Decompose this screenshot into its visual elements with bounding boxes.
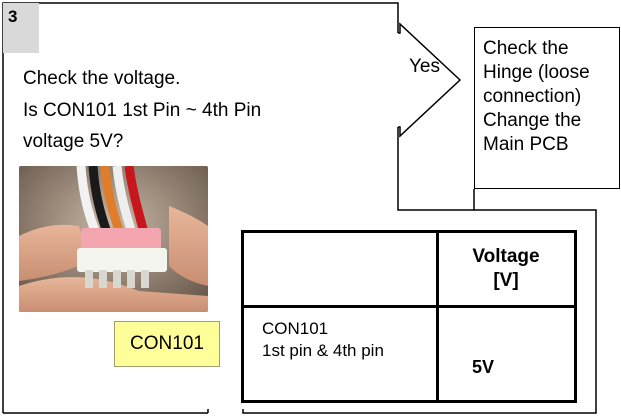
action-line-1: Check the bbox=[475, 37, 619, 61]
yes-arrow bbox=[398, 24, 460, 136]
action-line-4: Change the bbox=[475, 109, 619, 133]
table-row-item-line-2: 1st pin & 4th pin bbox=[262, 340, 384, 362]
action-line-2: Hinge (loose bbox=[475, 61, 619, 85]
step-number-badge: 3 bbox=[3, 3, 39, 53]
table-row-item-line-1: CON101 bbox=[262, 318, 384, 340]
table-header-voltage-line-1: Voltage bbox=[472, 245, 539, 269]
action-line-5: Main PCB bbox=[475, 133, 619, 157]
connector-label: CON101 bbox=[114, 321, 220, 367]
question-line-2: Is CON101 1st Pin ~ 4th Pin bbox=[23, 99, 261, 123]
step-box-outline-right bbox=[398, 127, 474, 210]
table-row-item: CON101 1st pin & 4th pin bbox=[262, 318, 384, 362]
table-header-voltage-line-2: [V] bbox=[472, 269, 539, 293]
table-row-value: 5V bbox=[472, 357, 494, 378]
action-box: Check the Hinge (loose connection) Chang… bbox=[474, 27, 620, 189]
yes-branch-label: Yes bbox=[409, 56, 440, 78]
table-header-voltage: Voltage [V] bbox=[438, 232, 574, 306]
question-line-1: Check the voltage. bbox=[23, 67, 180, 91]
question-line-3: voltage 5V? bbox=[23, 130, 123, 154]
action-line-3: connection) bbox=[475, 85, 619, 109]
connector-label-text: CON101 bbox=[130, 333, 204, 355]
connector-photo bbox=[19, 166, 208, 312]
step-number: 3 bbox=[8, 7, 17, 26]
